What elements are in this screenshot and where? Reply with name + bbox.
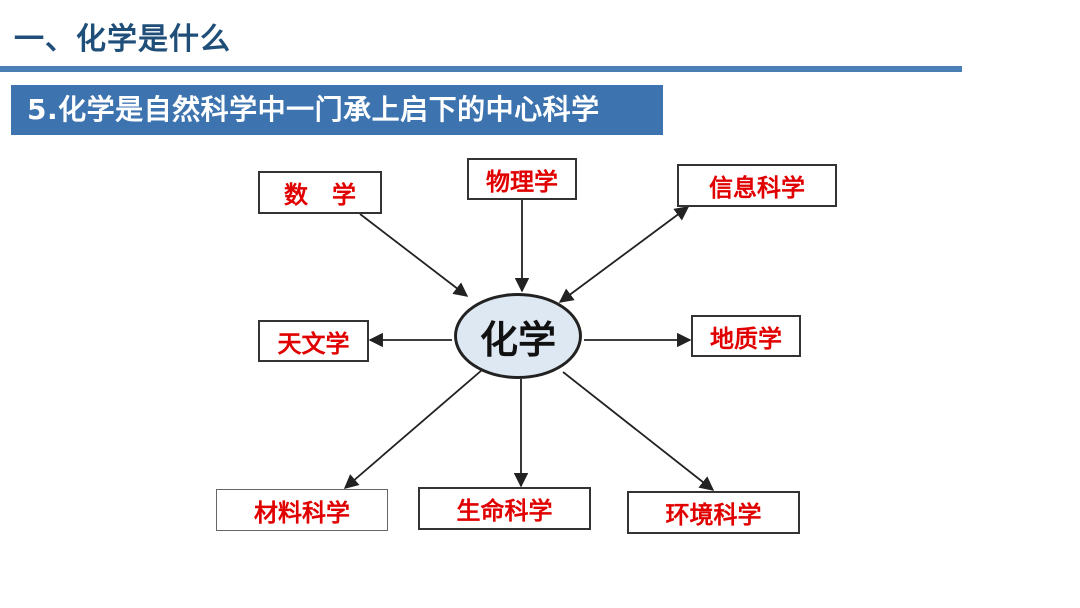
arrow-chemistry-to-environment: [562, 371, 715, 491]
subtitle-banner: 5.化学是自然科学中一门承上启下的中心科学: [11, 85, 663, 135]
arrow-info-chemistry: [558, 206, 690, 303]
chemistry-center-node: 化学: [454, 293, 582, 379]
page-title: 一、化学是什么: [14, 22, 231, 57]
node-astronomy: 天文学: [258, 320, 369, 362]
node-physics: 物理学: [467, 158, 577, 200]
node-materials-science: 材料科学: [216, 489, 388, 531]
title-divider: [0, 66, 962, 72]
node-math: 数 学: [258, 171, 382, 214]
node-geology: 地质学: [691, 315, 801, 357]
node-environmental-science: 环境科学: [627, 491, 800, 534]
arrow-math-to-chemistry: [359, 213, 469, 297]
node-information-science: 信息科学: [677, 164, 837, 207]
node-life-science: 生命科学: [418, 487, 591, 530]
arrow-chemistry-to-materials: [343, 369, 483, 489]
